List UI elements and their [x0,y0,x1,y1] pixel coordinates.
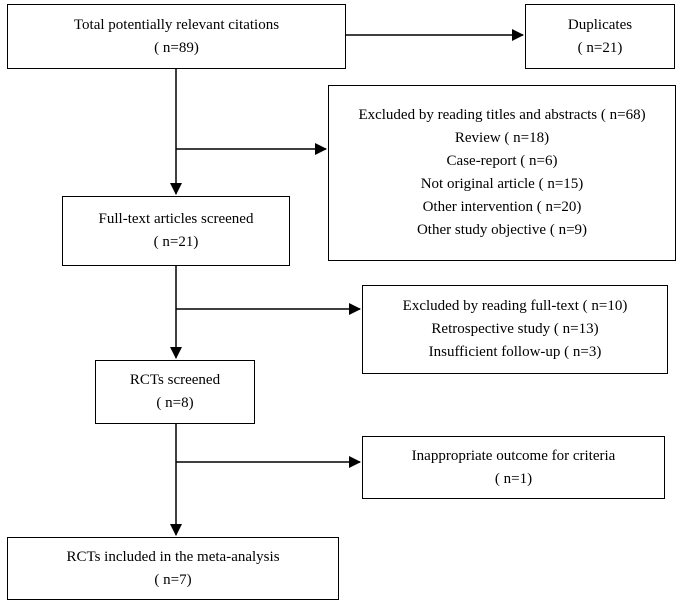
duplicates-count: ( n=21) [577,39,623,56]
duplicates-box: Duplicates ( n=21) [525,4,675,69]
fulltext-box: Full-text articles screened ( n=21) [62,196,290,266]
included-box: RCTs included in the meta-analysis ( n=7… [7,537,339,600]
fulltext-count: ( n=21) [153,234,199,250]
inappropriate-outcome-count: ( n=1) [494,470,533,487]
excluded-fulltext-box: Excluded by reading full-text ( n=10) Re… [362,285,668,374]
inappropriate-outcome-box: Inappropriate outcome for criteria ( n=1… [362,436,665,499]
rcts-screened-label: RCTs screened [129,372,221,388]
total-citations-count: ( n=89) [154,39,199,56]
total-citations-label: Total potentially relevant citations [73,16,280,33]
rcts-screened-count: ( n=8) [156,395,194,411]
total-citations-box: Total potentially relevant citations ( n… [7,4,346,69]
fulltext-label: Full-text articles screened [98,211,254,227]
rcts-screened-box: RCTs screened ( n=8) [95,360,255,424]
excluded-titles-header: Excluded by reading titles and abstracts… [358,107,646,123]
excluded-case-report: Case-report ( n=6) [446,153,558,169]
duplicates-label: Duplicates [567,16,633,33]
excluded-other-objective: Other study objective ( n=9) [416,222,588,238]
excluded-fulltext-header: Excluded by reading full-text ( n=10) [402,298,628,314]
excluded-insufficient-followup: Insufficient follow-up ( n=3) [428,344,602,360]
excluded-review: Review ( n=18) [454,130,550,146]
excluded-not-original: Not original article ( n=15) [420,176,584,192]
excluded-titles-box: Excluded by reading titles and abstracts… [328,85,676,261]
excluded-other-intervention: Other intervention ( n=20) [422,199,582,215]
inappropriate-outcome-label: Inappropriate outcome for criteria [411,447,616,464]
included-label: RCTs included in the meta-analysis [66,548,280,565]
excluded-retrospective: Retrospective study ( n=13) [431,321,599,337]
included-count: ( n=7) [154,571,192,588]
